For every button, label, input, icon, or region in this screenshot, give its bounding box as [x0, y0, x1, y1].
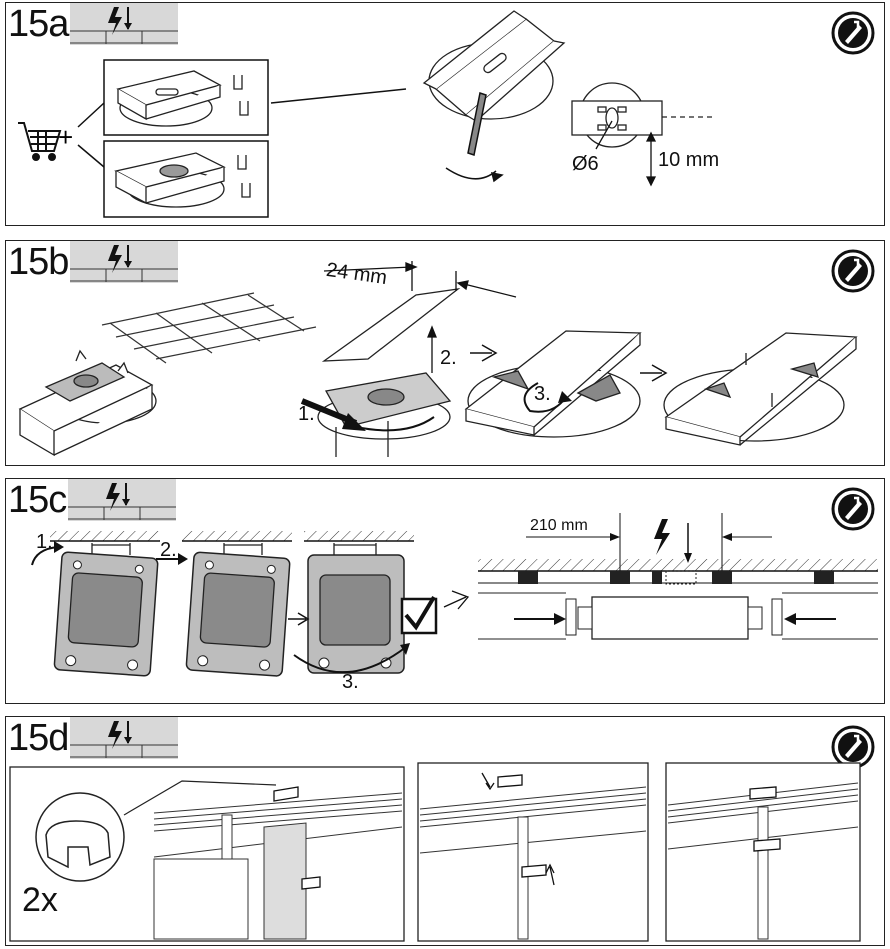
- step-number: 15d: [8, 717, 69, 759]
- step-tag: 15b: [6, 241, 179, 283]
- step-number: 15c: [8, 479, 67, 521]
- step-15c-illustration: [31, 513, 878, 677]
- step-tag: 15c: [6, 479, 177, 521]
- step-15c-panel: 15c: [5, 478, 885, 704]
- step-15d-panel: 15d: [5, 716, 885, 946]
- step-tag: 15a: [6, 3, 179, 45]
- step-2-label: 2.: [160, 539, 177, 561]
- electrician-tool-icon: [831, 487, 875, 531]
- electrician-tool-icon: [831, 11, 875, 55]
- shopping-cart-icon: [18, 122, 62, 161]
- ceiling-voltage-icon: [68, 479, 177, 521]
- electrician-tool-icon: [831, 725, 875, 769]
- quantity-label: 2x: [22, 881, 58, 919]
- step-15a-panel: 15a +: [5, 2, 885, 226]
- step-15a-illustration: +: [18, 10, 716, 218]
- step-3-label: 3.: [342, 671, 359, 693]
- hole-diameter-label: Ø6: [572, 153, 599, 175]
- step-tag: 15d: [6, 717, 179, 759]
- step-1-label: 1.: [298, 403, 315, 425]
- ceiling-voltage-icon: [70, 241, 179, 283]
- step-1-label: 1.: [36, 531, 53, 553]
- distance-label: 210 mm: [530, 517, 588, 534]
- step-number: 15b: [8, 241, 69, 283]
- step-15d-illustration: [9, 762, 861, 942]
- step-2-label: 2.: [440, 347, 457, 369]
- electrician-tool-icon: [831, 249, 875, 293]
- step-3-label: 3.: [534, 383, 551, 405]
- step-15b-illustration: [18, 261, 858, 457]
- step-number: 15a: [8, 3, 69, 45]
- hole-depth-label: 10 mm: [658, 149, 720, 171]
- ceiling-voltage-icon: [70, 717, 179, 759]
- checkmark-icon: [400, 595, 438, 635]
- svg-text:+: +: [58, 122, 73, 152]
- ceiling-voltage-icon: [70, 3, 179, 45]
- step-15b-panel: 15b: [5, 240, 885, 466]
